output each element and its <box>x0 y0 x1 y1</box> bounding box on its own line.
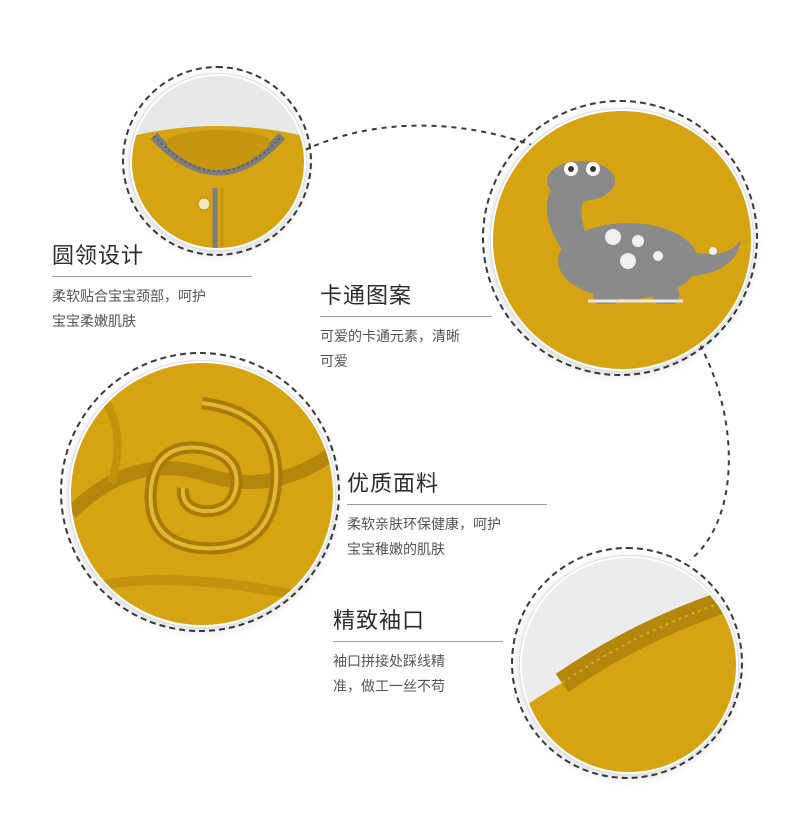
dinosaur-embroidery-image <box>493 111 751 369</box>
ribbed-cuff-image <box>522 558 736 772</box>
feature-title: 卡通图案 <box>320 278 492 317</box>
feature-fabric: 优质面料 柔软亲肤环保健康，呵护 宝宝稚嫩的肌肤 <box>347 466 547 563</box>
cuff-photo-ring <box>511 547 743 779</box>
feature-description: 柔软亲肤环保健康，呵护 宝宝稚嫩的肌肤 <box>347 513 547 563</box>
feature-cuff: 精致袖口 袖口拼接处踩线精 准，做工一丝不苟 <box>333 603 503 700</box>
feature-description-line: 可爱的卡通元素，清晰 <box>320 329 460 345</box>
feature-title: 优质面料 <box>347 466 547 505</box>
dinosaur-embroidery-photo <box>491 109 753 371</box>
feature-cartoon: 卡通图案 可爱的卡通元素，清晰 可爱 <box>320 278 492 375</box>
collar-photo-ring <box>122 66 312 256</box>
feature-description-line: 宝宝稚嫩的肌肤 <box>347 542 445 558</box>
fabric-photo-ring <box>60 352 340 632</box>
knit-fabric-swirl-image <box>71 363 333 625</box>
feature-description: 可爱的卡通元素，清晰 可爱 <box>320 325 492 375</box>
feature-collar: 圆领设计 柔软贴合宝宝颈部，呵护 宝宝柔嫩肌肤 <box>52 238 252 335</box>
round-collar-image <box>132 76 304 248</box>
knit-fabric-swirl-photo <box>69 361 335 627</box>
feature-description-line: 柔软亲肤环保健康，呵护 <box>347 517 501 533</box>
feature-description-line: 可爱 <box>320 354 348 370</box>
round-collar-photo <box>130 74 306 250</box>
ribbed-cuff-photo <box>520 556 738 774</box>
dinosaur-photo-ring <box>482 100 758 376</box>
feature-description-line: 柔软贴合宝宝颈部，呵护 <box>52 289 206 305</box>
feature-description-line: 袖口拼接处踩线精 <box>333 654 445 670</box>
feature-description-line: 准，做工一丝不苟 <box>333 679 445 695</box>
feature-description: 袖口拼接处踩线精 准，做工一丝不苟 <box>333 650 503 700</box>
feature-title: 精致袖口 <box>333 603 503 642</box>
feature-title: 圆领设计 <box>52 238 252 277</box>
feature-description-line: 宝宝柔嫩肌肤 <box>52 314 136 330</box>
feature-description: 柔软贴合宝宝颈部，呵护 宝宝柔嫩肌肤 <box>52 285 252 335</box>
